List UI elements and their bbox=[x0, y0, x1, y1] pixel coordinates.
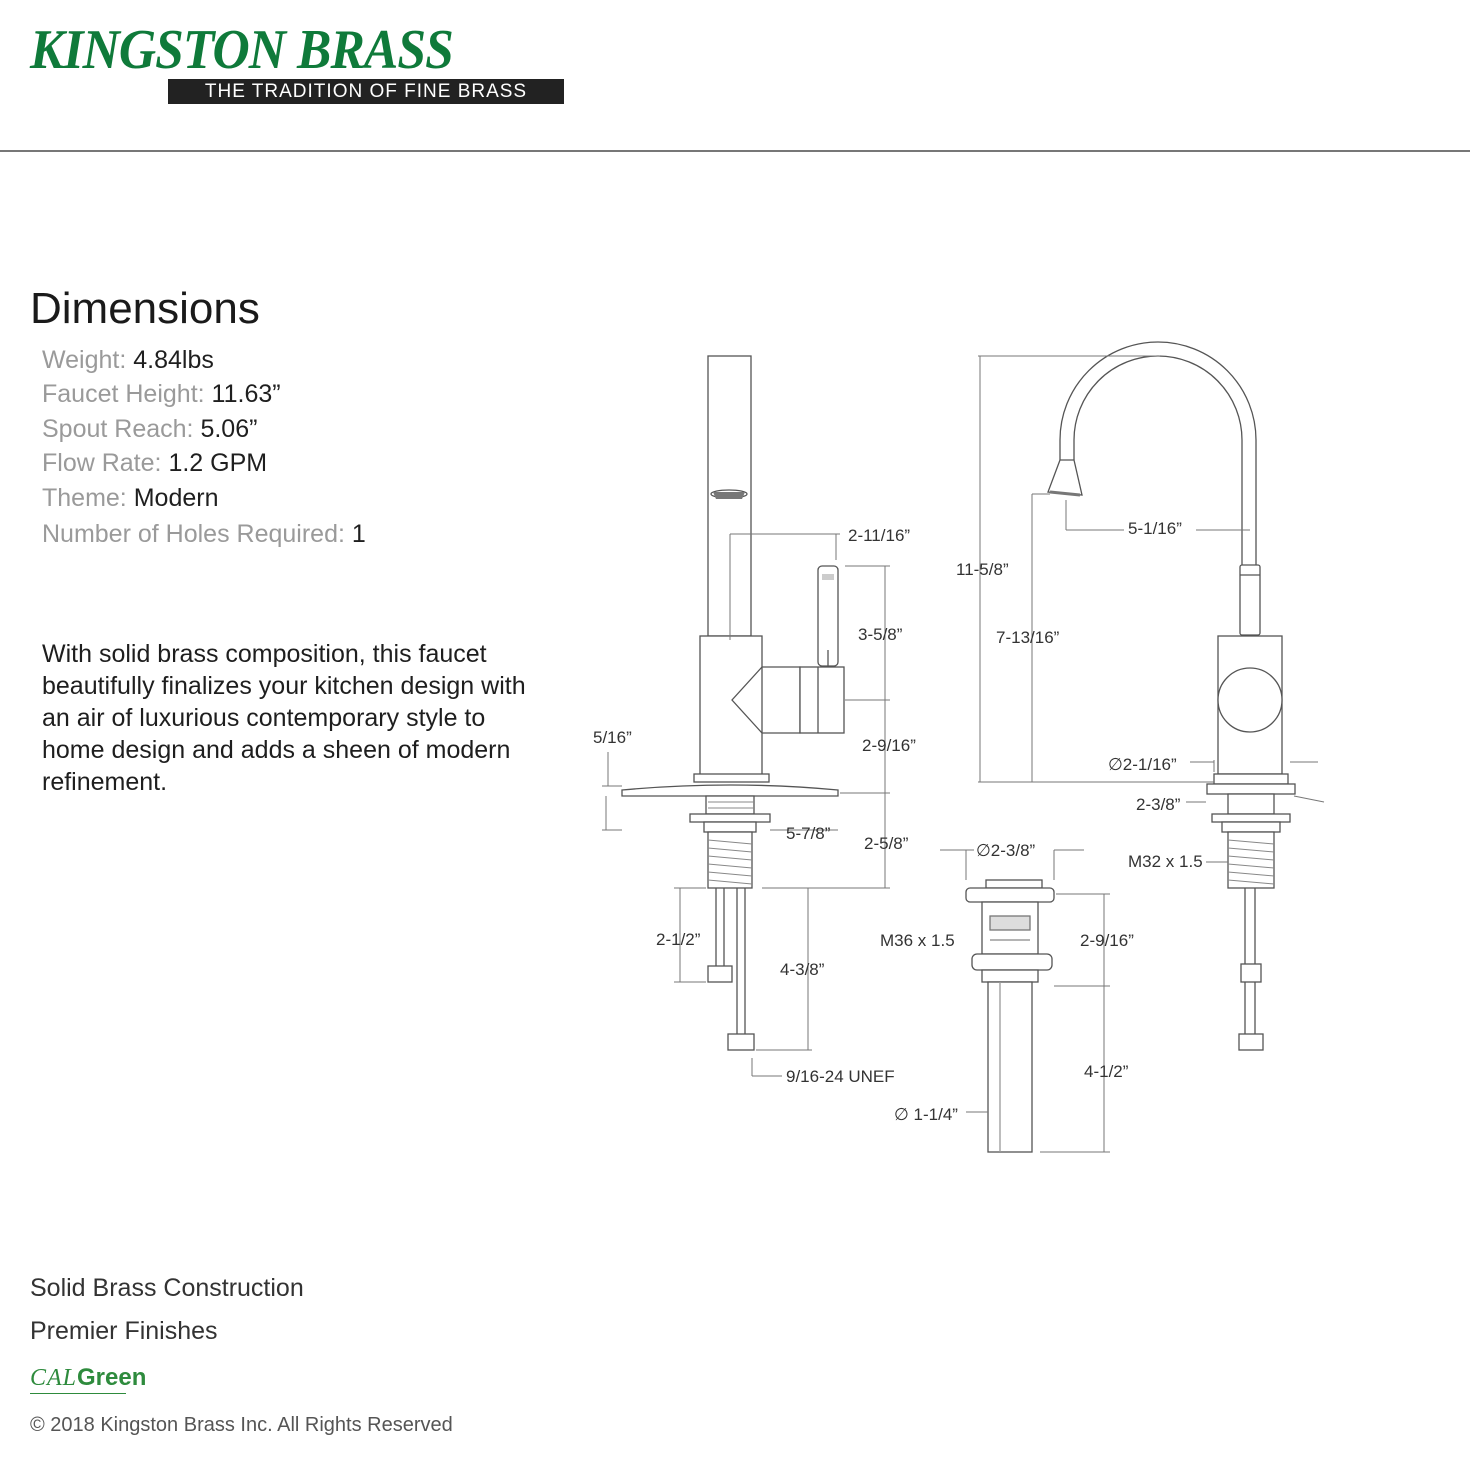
spec-label: Faucet Height: bbox=[42, 380, 205, 408]
spec-value: 4.84lbs bbox=[133, 346, 214, 374]
feature-premier-finishes: Premier Finishes bbox=[30, 1317, 218, 1345]
dim-drain-tail-length: 4-1/2” bbox=[1084, 1062, 1129, 1081]
spec-value: 1 bbox=[351, 520, 366, 548]
dim-total-height: 11-5/8” bbox=[956, 560, 1009, 579]
spec-value: 5.06” bbox=[200, 415, 258, 443]
brand-logo: KINGSTON BRASS bbox=[30, 19, 454, 81]
copyright-notice: © 2018 Kingston Brass Inc. All Rights Re… bbox=[30, 1414, 453, 1436]
dim-handle-offset: 2-11/16” bbox=[848, 526, 910, 545]
dim-hose-nut: 2-1/2” bbox=[656, 930, 701, 949]
spec-label: Flow Rate: bbox=[42, 449, 162, 477]
calgreen-logo: CALGreen bbox=[30, 1364, 146, 1392]
drain-view bbox=[965, 879, 1055, 1153]
feature-solid-brass: Solid Brass Construction bbox=[30, 1274, 304, 1302]
spec-theme: Theme: Modern bbox=[42, 484, 218, 513]
calgreen-underline bbox=[30, 1393, 126, 1394]
spec-label: Spout Reach: bbox=[42, 415, 194, 443]
dim-drain-upper-height: 2-9/16” bbox=[1080, 931, 1134, 950]
side-dimension-lines bbox=[978, 355, 1325, 863]
dim-hose-length: 4-3/8” bbox=[780, 960, 825, 979]
header-divider bbox=[0, 150, 1470, 152]
spec-value: 1.2 GPM bbox=[168, 449, 268, 477]
dimensions-title: Dimensions bbox=[30, 284, 260, 333]
calgreen-green: Green bbox=[77, 1364, 147, 1391]
dim-body-diameter: ∅2-1/16” bbox=[1108, 755, 1177, 774]
dim-drain-thread: M36 x 1.5 bbox=[880, 931, 955, 950]
side-view bbox=[1047, 341, 1296, 1051]
dim-spout-height: 7-13/16” bbox=[996, 628, 1060, 647]
dim-hose-thread: 9/16-24 UNEF bbox=[786, 1067, 895, 1086]
spec-label: Weight: bbox=[42, 346, 127, 374]
spec-weight: Weight: 4.84lbs bbox=[42, 346, 214, 375]
dim-handle-to-deck: 2-9/16” bbox=[862, 736, 916, 755]
dim-drain-top-diameter: ∅2-3/8” bbox=[976, 841, 1036, 860]
dim-shank-thread: M32 x 1.5 bbox=[1128, 852, 1203, 871]
spec-flow-rate: Flow Rate: 1.2 GPM bbox=[42, 449, 267, 478]
dim-base-width: 5-7/8” bbox=[786, 824, 831, 843]
dim-spout-reach: 5-1/16” bbox=[1128, 519, 1182, 538]
spec-value: 11.63” bbox=[211, 380, 281, 408]
product-description: With solid brass composition, this fauce… bbox=[42, 640, 526, 796]
drain-dimension-lines bbox=[940, 849, 1110, 1153]
dim-shank-length: 2-5/8” bbox=[864, 834, 909, 853]
spec-spout-reach: Spout Reach: 5.06” bbox=[42, 415, 257, 444]
dim-base-diameter: 2-3/8” bbox=[1136, 795, 1181, 814]
front-view bbox=[621, 355, 845, 1051]
brand-tagline: THE TRADITION OF FINE BRASS bbox=[168, 79, 564, 104]
front-dimension-lines bbox=[602, 533, 890, 1077]
spec-label: Theme: bbox=[42, 484, 127, 512]
dim-handle-length: 3-5/8” bbox=[858, 625, 903, 644]
spec-holes-required: Number of Holes Required: 1 bbox=[42, 520, 366, 549]
dim-deck-thickness: 5/16” bbox=[593, 728, 632, 747]
spec-value: Modern bbox=[133, 484, 219, 512]
calgreen-cal: CAL bbox=[30, 1365, 78, 1391]
spec-label: Number of Holes Required: bbox=[42, 520, 345, 548]
spec-faucet-height: Faucet Height: 11.63” bbox=[42, 380, 281, 409]
dim-drain-tail-diameter: ∅ 1-1/4” bbox=[894, 1105, 958, 1124]
